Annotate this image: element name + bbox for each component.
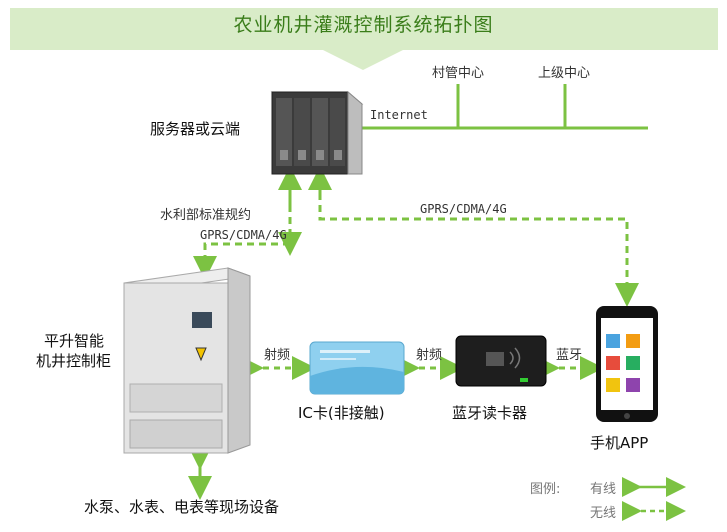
legend-wired-label: 有线 <box>590 482 617 497</box>
diagram-title: 农业机井灌溉控制系统拓扑图 <box>233 14 494 36</box>
rf-label-1: 射频 <box>264 348 291 363</box>
village-center-label: 村管中心 <box>432 66 485 81</box>
protocol-label: 水利部标准规约 <box>160 208 252 223</box>
rf-label-2: 射频 <box>416 348 443 363</box>
superior-center-label: 上级中心 <box>538 66 591 81</box>
cabinet-label-line2: 机井控制柜 <box>36 352 112 370</box>
server-rack-icon <box>270 90 364 175</box>
ic-card-label: IC卡(非接触) <box>298 404 385 422</box>
control-cabinet-icon <box>123 267 251 454</box>
cabinet-label-line1: 平升智能 <box>44 332 105 350</box>
field-devices-label: 水泵、水表、电表等现场设备 <box>84 498 280 516</box>
legend-title: 图例: <box>530 482 561 497</box>
reader-label: 蓝牙读卡器 <box>452 404 528 422</box>
phone-app-label: 手机APP <box>590 434 649 452</box>
server-cabinet-drop <box>193 242 290 280</box>
bluetooth-reader-icon <box>455 335 547 387</box>
legend-wireless-label: 无线 <box>590 506 617 521</box>
internet-label: Internet <box>370 108 428 122</box>
gprs-left-label: GPRS/CDMA/4G <box>200 228 287 242</box>
phone-icon <box>596 306 658 422</box>
bluetooth-label: 蓝牙 <box>556 348 583 363</box>
title-banner <box>10 8 718 70</box>
server-phone-link <box>318 181 639 307</box>
server-label: 服务器或云端 <box>150 120 241 138</box>
ic-card-icon <box>309 341 405 395</box>
gprs-right-label: GPRS/CDMA/4G <box>420 202 507 216</box>
